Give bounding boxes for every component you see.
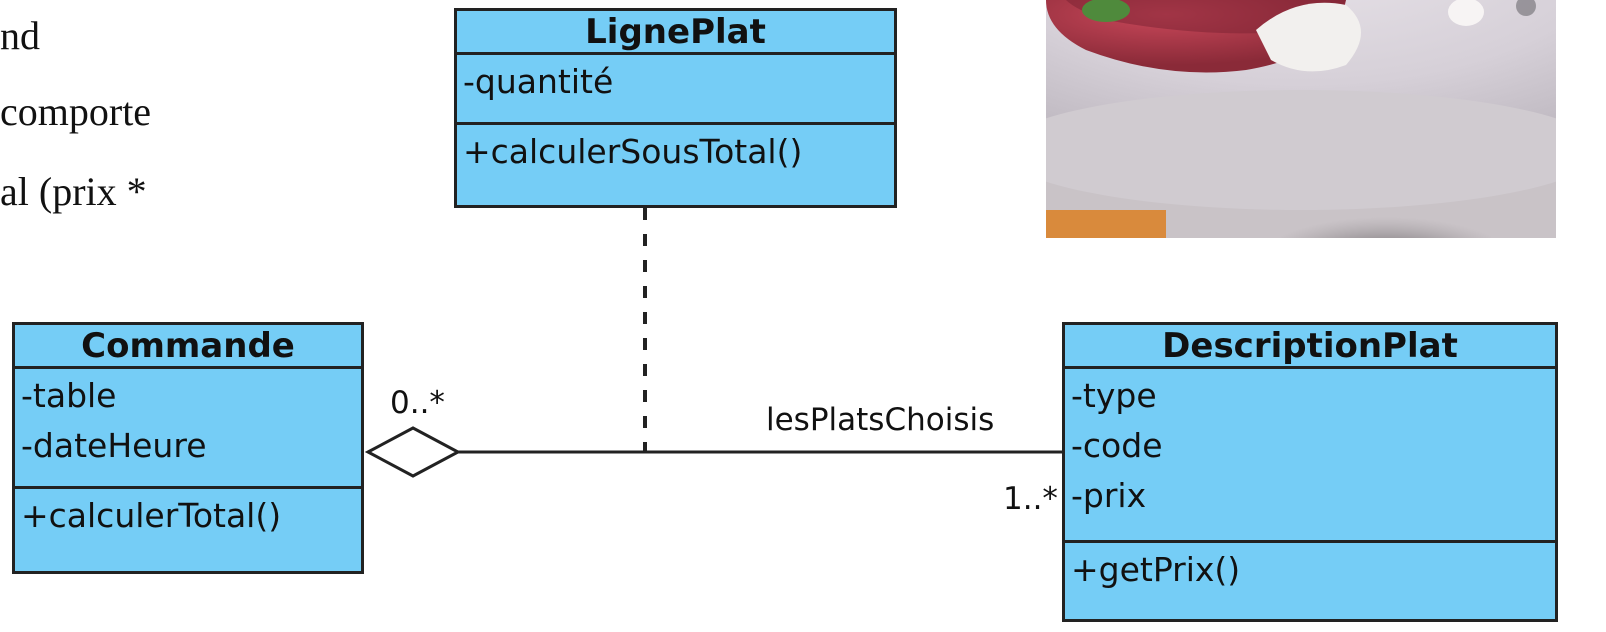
class-commande[interactable]: Commande -table -dateHeure +calculerTota… [12,322,364,574]
slide-text-line-2: comporte [0,89,152,134]
multiplicity-target-label: 1..* [1003,481,1058,517]
class-name: LignePlat [457,11,894,55]
slide-text-line-1: nd [0,13,40,58]
operation: +calculerTotal() [21,496,282,535]
attribute: -quantité [463,62,614,101]
class-attributes: -quantité [457,55,894,125]
operation: +getPrix() [1071,550,1241,589]
multiplicity-source-label: 0..* [390,385,445,421]
role-name-label: lesPlatsChoisis [766,402,995,438]
class-operations: +calculerTotal() [15,489,361,571]
attribute: -dateHeure [21,426,207,465]
attribute: -prix [1071,476,1147,515]
class-operations: +calculerSousTotal() [457,125,894,205]
class-name: DescriptionPlat [1065,325,1555,369]
class-attributes: -type -code -prix [1065,369,1555,543]
class-attributes: -table -dateHeure [15,369,361,489]
operation: +calculerSousTotal() [463,132,803,171]
attribute: -code [1071,426,1163,465]
class-description-plat[interactable]: DescriptionPlat -type -code -prix +getPr… [1062,322,1558,622]
aggregation-diamond [364,426,462,478]
class-ligne-plat[interactable]: LignePlat -quantité +calculerSousTotal() [454,8,897,208]
class-name: Commande [15,325,361,369]
food-photo [1046,0,1556,238]
slide-text-line-3: al (prix * [0,169,147,214]
attribute: -type [1071,376,1157,415]
attribute: -table [21,376,117,415]
class-operations: +getPrix() [1065,543,1555,619]
